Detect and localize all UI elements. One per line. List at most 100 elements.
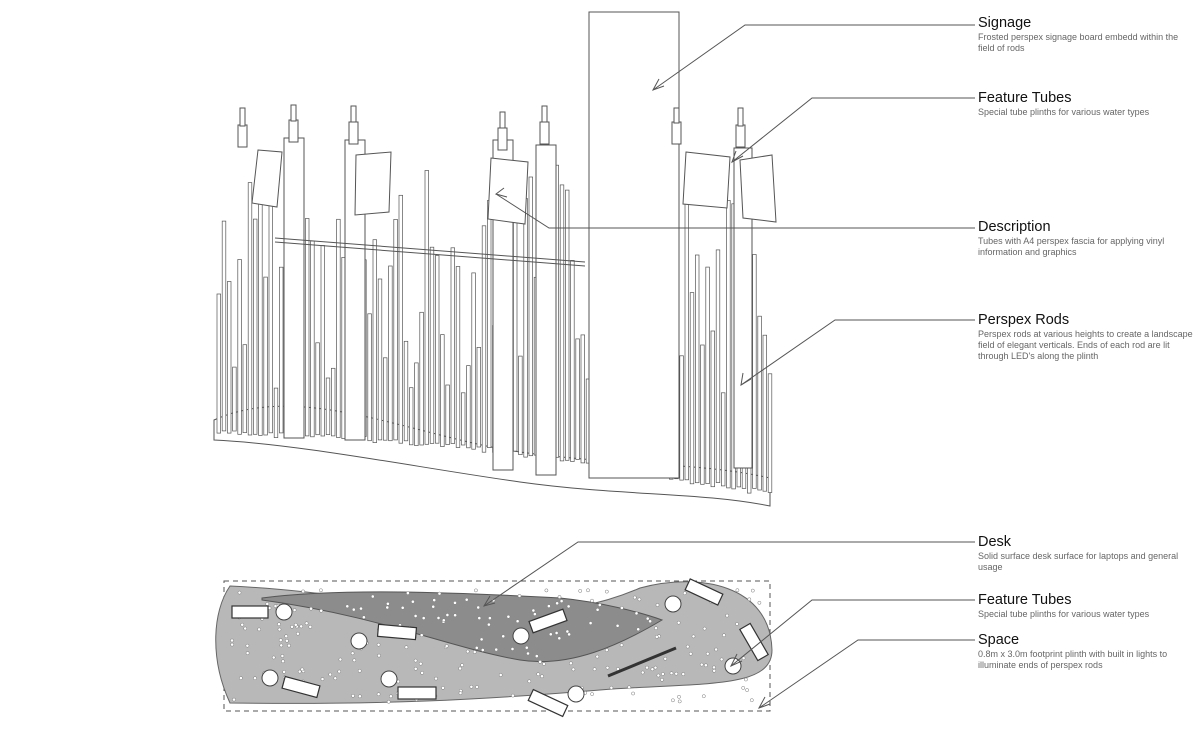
perspex-rod [684,182,689,481]
rod-dot [400,605,405,610]
rod-dot [627,685,631,690]
rod-dot [578,589,583,593]
rod-dot [750,588,755,593]
rod-dot [293,622,298,627]
rod-dot [230,642,234,647]
rod-dot [648,619,652,624]
rod-dot [453,601,457,605]
rod-dot [685,644,690,649]
leader-space [758,639,975,709]
rod-dot [566,604,571,609]
callout-title: Feature Tubes [978,592,1072,608]
rod-dot [536,672,541,677]
rod-dot [436,616,441,620]
perspex-rod [310,240,315,438]
perspex-rod [435,255,440,444]
perspex-rod [372,239,377,443]
rod-dot [437,591,442,596]
perspex-rod [450,247,455,444]
rod-dot [653,665,658,670]
rod-dot [590,598,594,603]
rod-dot [290,624,294,629]
rod-dot [320,677,325,681]
perspex-rod [455,266,461,448]
callout-description: Special tube plinths for various water t… [978,609,1150,619]
perspex-rod [715,249,721,483]
leader-perspex-rods [740,319,975,386]
rod-dot [265,602,270,606]
rod-dot [253,676,257,681]
rod-dot [319,588,323,593]
rod-dot [273,604,278,608]
perspex-rod [695,254,700,484]
perspex-rod [383,357,388,441]
rod-dot [421,616,426,620]
perspex-rod [253,218,258,435]
rod-dot [538,660,542,664]
rod-dot [345,604,350,609]
perspex-rod [487,200,492,448]
rod-dot [527,679,532,684]
rod-dot [631,691,635,696]
perspex-rod [221,220,227,432]
perspex-rod [481,225,487,453]
perspex-rod [315,342,320,436]
rod-dot [620,606,624,610]
rod-dot [637,597,642,602]
rod-dot [688,651,693,656]
rod-dot [351,693,355,698]
rod-dot [337,669,342,674]
perspex-rod [689,292,695,485]
rod-dot [418,661,423,666]
rod-dot [297,669,302,674]
fascia-rects [231,578,770,718]
leader-signage [652,24,975,91]
rod-dot [300,667,305,672]
rod-dot [362,615,366,620]
callout-feature-tubes: Feature Tubes Special tube plinths for v… [978,90,1193,118]
leader-description [495,193,975,229]
rod-dot [517,594,522,598]
rod-dot [722,633,726,638]
perspex-rod [414,362,419,446]
rod-dot [634,611,639,616]
perspex-rod [331,367,336,437]
rod-dot [567,632,571,637]
rod-dot [239,676,243,680]
perspex-rod [518,355,523,455]
rod-dot [434,676,438,681]
perspex-rod [393,219,398,441]
rod-dot [280,654,285,658]
leader-arrowheads [482,78,771,709]
rod-dot [705,651,710,656]
rod-dot [458,691,463,695]
rod-dot [691,634,696,639]
rod-dot [285,638,289,643]
rod-dot [640,670,645,675]
rod-dot [445,613,450,617]
rod-dot [712,668,717,673]
perspex-rod [377,278,383,441]
rod-dot [319,608,324,613]
rod-dot [595,607,600,612]
rod-dot [441,686,445,690]
perspex-rod [476,347,481,448]
perspex-rod [466,365,471,449]
rod-dot [510,647,515,651]
rod-dot [406,591,410,595]
leader-feature-tubes-top [731,97,975,163]
rod-dot [588,621,593,625]
rod-dot [278,638,283,642]
rod-dot [488,616,492,620]
rod-dot [719,657,724,662]
rod-dot [674,671,679,676]
rod-dot [237,590,242,595]
rod-dot [702,626,707,631]
perspex-rod [336,218,341,438]
rod-dot [619,643,624,647]
callout-space: Space 0.8m x 3.0m footprint plinth with … [978,632,1193,671]
perspex-rod [398,194,403,444]
rod-dot [287,643,291,648]
perspex-rod [523,198,528,458]
rod-dot [281,659,285,664]
